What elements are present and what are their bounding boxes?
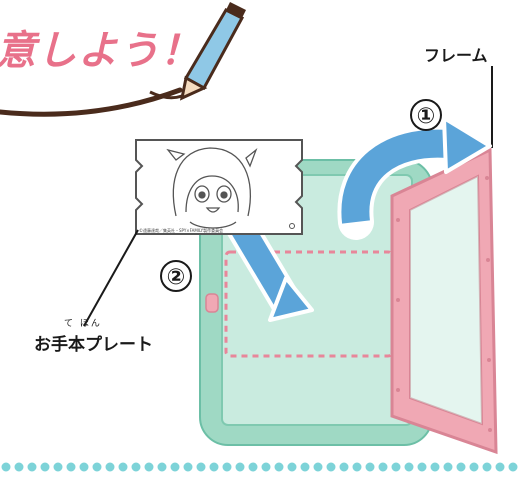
step-1-badge: ① bbox=[410, 99, 442, 131]
plate-copyright: ©遠藤達哉／集英社・SPY×FAMILY製作委員会 bbox=[139, 228, 224, 233]
template-plate bbox=[135, 139, 303, 235]
pencil-icon bbox=[149, 2, 246, 101]
frame-part bbox=[390, 147, 498, 455]
underline-swoosh bbox=[0, 87, 183, 117]
frame-label: フレーム bbox=[424, 46, 488, 65]
page-heading: 意しよう！ bbox=[0, 28, 201, 74]
plate-label: お手本プレート bbox=[34, 335, 153, 355]
plate-label-ruby: て ほん bbox=[64, 319, 102, 329]
arrow-step-1 bbox=[337, 116, 492, 240]
character-sketch bbox=[166, 147, 258, 229]
plate-pointer-line bbox=[83, 229, 139, 327]
step-2-badge: ② bbox=[160, 260, 192, 292]
